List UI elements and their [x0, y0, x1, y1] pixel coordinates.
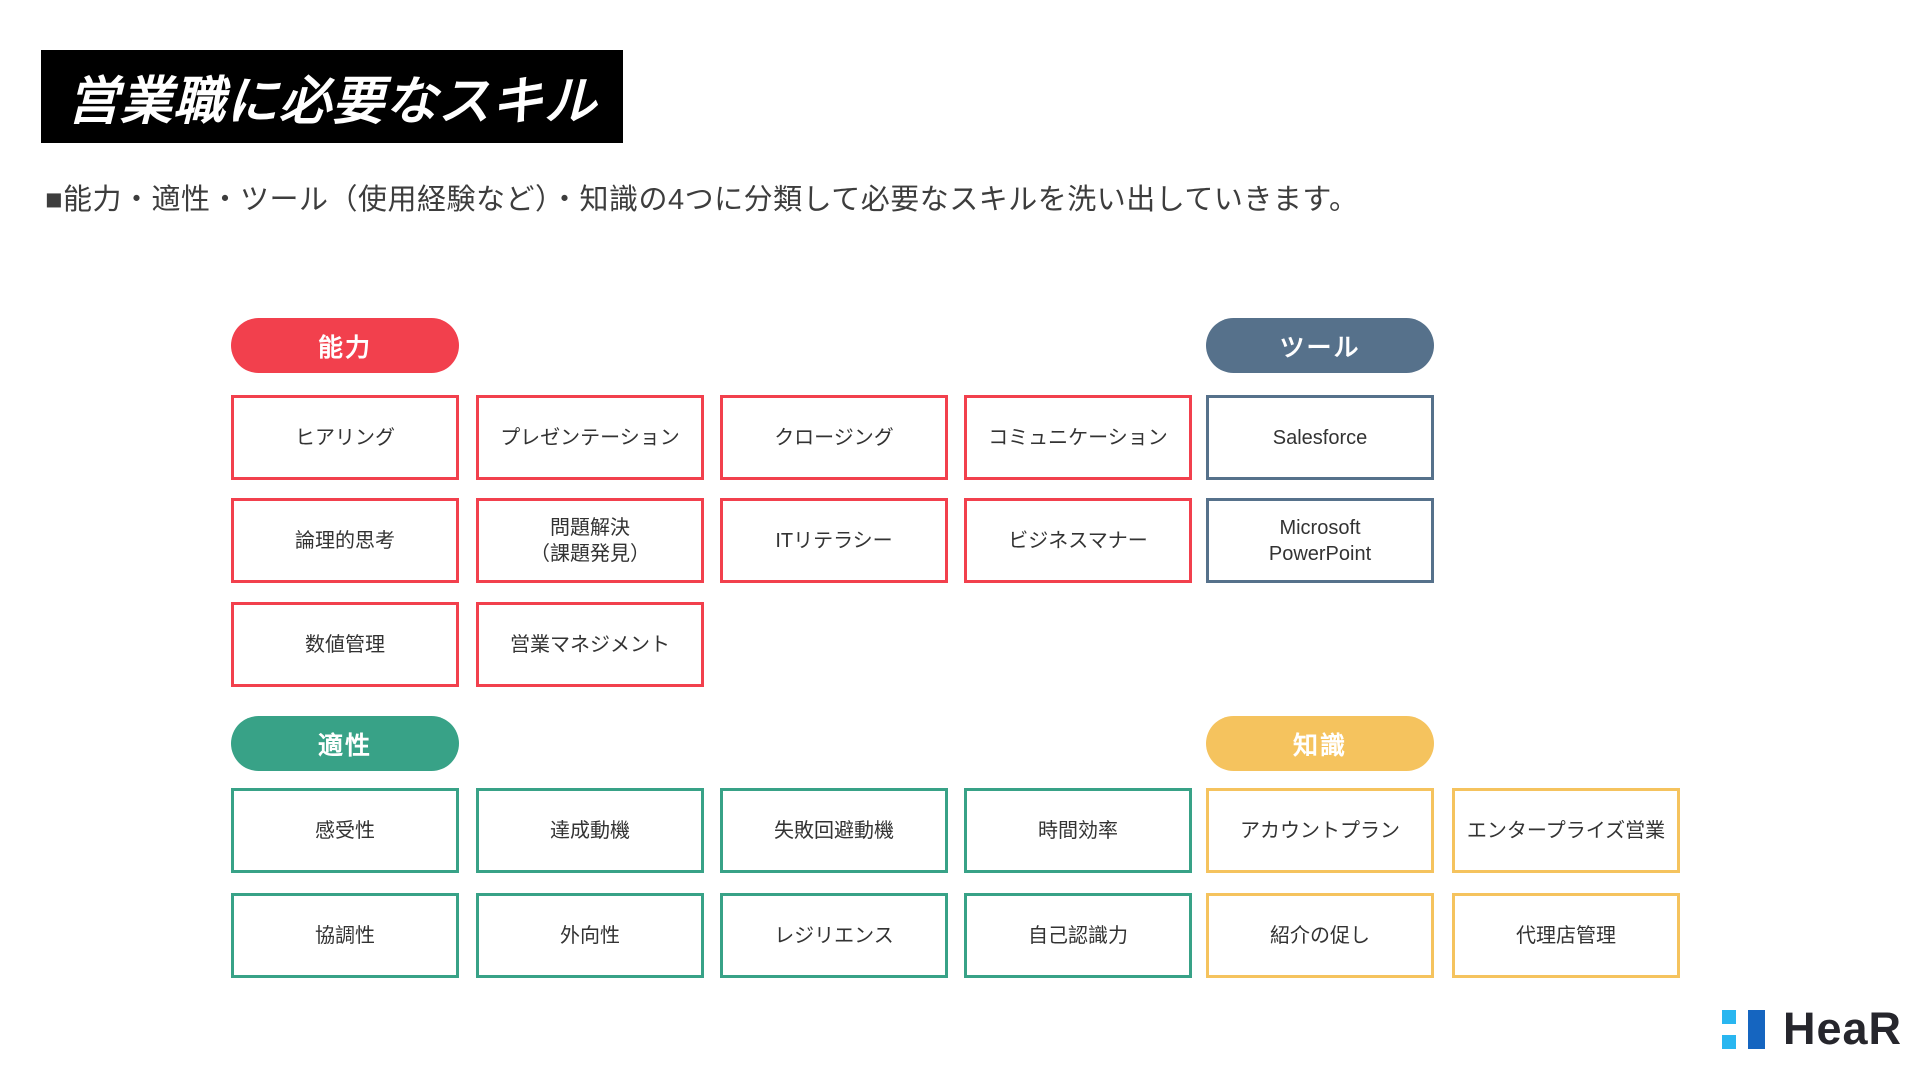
slide-subtitle: ■能力・適性・ツール（使用経験など）・知識の4つに分類して必要なスキルを洗い出し… — [45, 184, 1359, 216]
category-pill-tools: ツール — [1206, 318, 1434, 373]
category-pill-ability: 能力 — [231, 318, 459, 373]
skill-box-extraversion: 外向性 — [476, 893, 704, 978]
category-pill-aptitude: 適性 — [231, 716, 459, 771]
slide-title-text: 営業職に必要なスキル — [67, 73, 598, 131]
skill-box-logical-thinking: 論理的思考 — [231, 498, 459, 583]
skill-box-sales-management: 営業マネジメント — [476, 602, 704, 687]
hear-logo: HeaR — [1722, 1000, 1902, 1058]
category-pill-knowledge: 知識 — [1206, 716, 1434, 771]
hear-logo-mark-icon — [1722, 1009, 1736, 1049]
logo-square-bottom — [1722, 1034, 1736, 1049]
skill-box-numbers-management: 数値管理 — [231, 602, 459, 687]
skill-box-account-plan: アカウントプラン — [1206, 788, 1434, 873]
logo-bar — [1748, 1009, 1765, 1049]
skill-box-hearing: ヒアリング — [231, 395, 459, 480]
skill-box-enterprise-sales: エンタープライズ営業 — [1452, 788, 1680, 873]
skill-box-failure-avoidance: 失敗回避動機 — [720, 788, 948, 873]
skill-box-presentation: プレゼンテーション — [476, 395, 704, 480]
logo-square-top — [1722, 1009, 1736, 1024]
skill-box-powerpoint: Microsoft PowerPoint — [1206, 498, 1434, 583]
skill-box-time-efficiency: 時間効率 — [964, 788, 1192, 873]
skill-box-self-awareness: 自己認識力 — [964, 893, 1192, 978]
skill-box-communication: コミュニケーション — [964, 395, 1192, 480]
skill-box-referral-prompting: 紹介の促し — [1206, 893, 1434, 978]
skill-box-closing: クロージング — [720, 395, 948, 480]
skill-box-business-manner: ビジネスマナー — [964, 498, 1192, 583]
hear-logo-text: HeaR — [1783, 1003, 1903, 1054]
skill-box-resilience: レジリエンス — [720, 893, 948, 978]
skill-box-agency-management: 代理店管理 — [1452, 893, 1680, 978]
slide-title: 営業職に必要なスキル — [41, 50, 624, 143]
skill-box-problem-solving: 問題解決 （課題発見） — [476, 498, 704, 583]
skill-box-achievement-motive: 達成動機 — [476, 788, 704, 873]
skill-box-salesforce: Salesforce — [1206, 395, 1434, 480]
skill-box-it-literacy: ITリテラシー — [720, 498, 948, 583]
skill-box-sensitivity: 感受性 — [231, 788, 459, 873]
skill-box-cooperativeness: 協調性 — [231, 893, 459, 978]
